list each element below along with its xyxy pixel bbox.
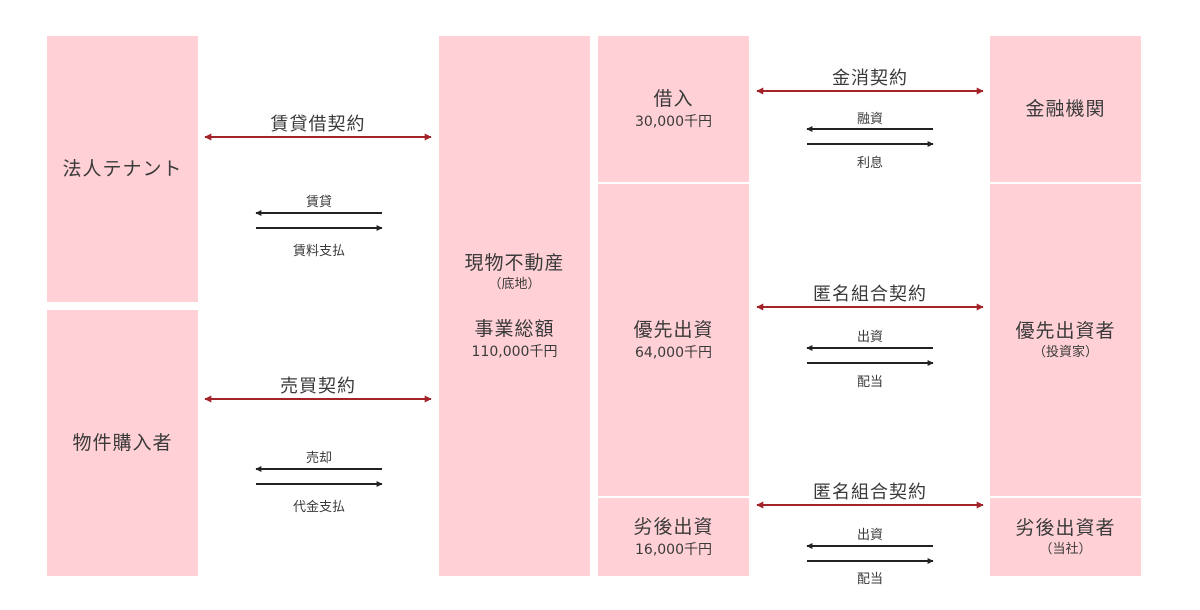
lease-out-label: 賃貸 (305, 195, 333, 210)
asset-total-amount: 110,000千円 (471, 344, 558, 360)
junior-funding-amount: 16,000千円 (635, 542, 712, 558)
junior-out-label: 出資 (856, 528, 884, 543)
loan-out-label: 融資 (856, 112, 884, 127)
senior-investor-box: 優先出資者 （投資家） (990, 184, 1141, 496)
buyer-title: 物件購入者 (72, 432, 173, 454)
senior-funding-amount: 64,000千円 (635, 345, 712, 361)
asset-sub: （底地） (488, 277, 541, 292)
sale-in-label: 代金支払 (292, 500, 346, 515)
lease-contract-label: 賃貸借契約 (270, 114, 366, 135)
senior-in-label: 配当 (856, 375, 884, 390)
sale-contract-label: 売買契約 (280, 376, 356, 397)
buyer-box: 物件購入者 (47, 310, 198, 576)
lender-title: 金融機関 (1025, 98, 1106, 120)
junior-investor-title: 劣後出資者 (1015, 517, 1116, 539)
tenant-box: 法人テナント (47, 36, 198, 302)
junior-investor-box: 劣後出資者 （当社） (990, 498, 1141, 576)
junior-funding-title: 劣後出資 (633, 516, 714, 538)
tk-junior-contract-label: 匿名組合契約 (813, 482, 927, 503)
sale-out-label: 売却 (305, 451, 333, 466)
loan-funding-box: 借入 30,000千円 (598, 36, 749, 182)
tk-senior-contract-label: 匿名組合契約 (813, 284, 927, 305)
loan-funding-amount: 30,000千円 (635, 114, 712, 130)
junior-in-label: 配当 (856, 572, 884, 587)
lender-box: 金融機関 (990, 36, 1141, 182)
asset-box: 現物不動産 （底地） 事業総額 110,000千円 (439, 36, 590, 576)
senior-investor-sub: （投資家） (1032, 345, 1098, 360)
senior-out-label: 出資 (856, 330, 884, 345)
junior-investor-sub: （当社） (1039, 542, 1092, 557)
loan-funding-title: 借入 (653, 88, 694, 110)
asset-total-label: 事業総額 (474, 318, 555, 340)
lease-in-label: 賃料支払 (292, 244, 346, 259)
asset-title: 現物不動産 (464, 252, 565, 274)
junior-funding-box: 劣後出資 16,000千円 (598, 498, 749, 576)
senior-investor-title: 優先出資者 (1015, 320, 1116, 342)
loan-in-label: 利息 (856, 156, 884, 171)
senior-funding-title: 優先出資 (633, 319, 714, 341)
senior-funding-box: 優先出資 64,000千円 (598, 184, 749, 496)
tenant-title: 法人テナント (62, 158, 183, 180)
loan-contract-label: 金消契約 (832, 68, 908, 89)
